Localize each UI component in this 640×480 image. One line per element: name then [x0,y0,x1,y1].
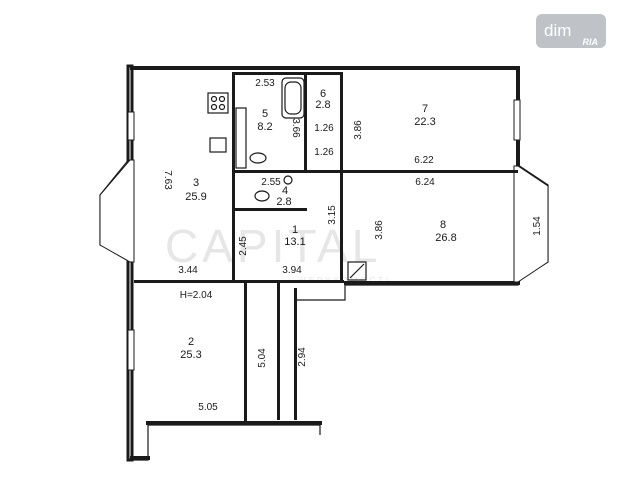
svg-text:2: 2 [188,336,194,348]
shaft-icon [347,261,367,281]
outer-walls [99,64,549,462]
room-2: H=2.04 2 25.3 5.04 5.05 [180,290,268,413]
svg-text:1.26: 1.26 [314,147,334,158]
svg-text:5: 5 [262,108,268,120]
svg-text:25.9: 25.9 [185,191,206,203]
svg-text:2.45: 2.45 [238,236,249,256]
room-7: 7 22.3 3.86 6.22 [353,103,436,166]
ceiling-height-label: H=2.04 [180,290,213,301]
svg-text:1.54: 1.54 [532,216,543,236]
kitchen-sink-icon [209,137,227,153]
room-4: 2.55 4 2.8 [261,177,291,208]
bathtub-icon [281,77,305,119]
svg-text:6.24: 6.24 [415,177,435,188]
toilet-icon [254,190,270,202]
svg-text:3: 3 [193,177,199,189]
svg-text:2.8: 2.8 [276,196,291,208]
room-8: 6.24 8 26.8 3.86 1.54 [374,177,543,244]
svg-text:1: 1 [292,224,298,236]
svg-text:2.55: 2.55 [261,177,281,188]
room-1: 1 13.1 3.94 3.15 [282,205,338,276]
svg-text:7.63: 7.63 [162,170,173,190]
capital-watermark-sub: НЕРУХОМОСТІ [300,276,391,285]
svg-text:7: 7 [422,103,428,115]
svg-text:6.22: 6.22 [414,155,434,166]
svg-text:6: 6 [320,88,326,100]
room-5: 5 8.2 2.53 3.66 [255,78,301,138]
fixtures [207,77,367,281]
svg-text:3.44: 3.44 [178,265,198,276]
bay-window-left [99,159,135,263]
svg-text:3.15: 3.15 [327,205,338,225]
corridor-dimension: 2.94 [297,347,308,367]
svg-text:3.66: 3.66 [290,118,301,138]
svg-text:3.86: 3.86 [353,120,364,140]
svg-text:5.04: 5.04 [257,348,268,368]
svg-text:2.8: 2.8 [315,99,330,111]
bay-window-right [513,165,549,283]
interior-walls [134,72,518,425]
svg-text:13.1: 13.1 [284,236,305,248]
toilet-icon [249,152,267,164]
svg-text:22.3: 22.3 [414,116,435,128]
svg-text:5.05: 5.05 [198,402,218,413]
svg-text:8: 8 [440,219,446,231]
svg-text:2.53: 2.53 [255,78,275,89]
sink-counter-icon [235,107,247,169]
room-6: 6 2.8 1.26 1.26 [314,88,334,158]
svg-text:4: 4 [282,185,288,197]
svg-text:3.86: 3.86 [374,220,385,240]
svg-text:8.2: 8.2 [257,121,272,133]
ria-text: RIA [582,37,599,47]
svg-text:3.94: 3.94 [282,265,302,276]
svg-text:26.8: 26.8 [435,232,456,244]
stove-icon [207,92,229,114]
svg-text:25.3: 25.3 [180,349,201,361]
svg-text:1.26: 1.26 [314,123,334,134]
dimria-logo: dim RIA [536,14,606,48]
wall-windows [127,99,521,371]
sink-icon [283,175,293,185]
room-3: 3 25.9 7.63 3.44 2.45 [162,170,249,276]
